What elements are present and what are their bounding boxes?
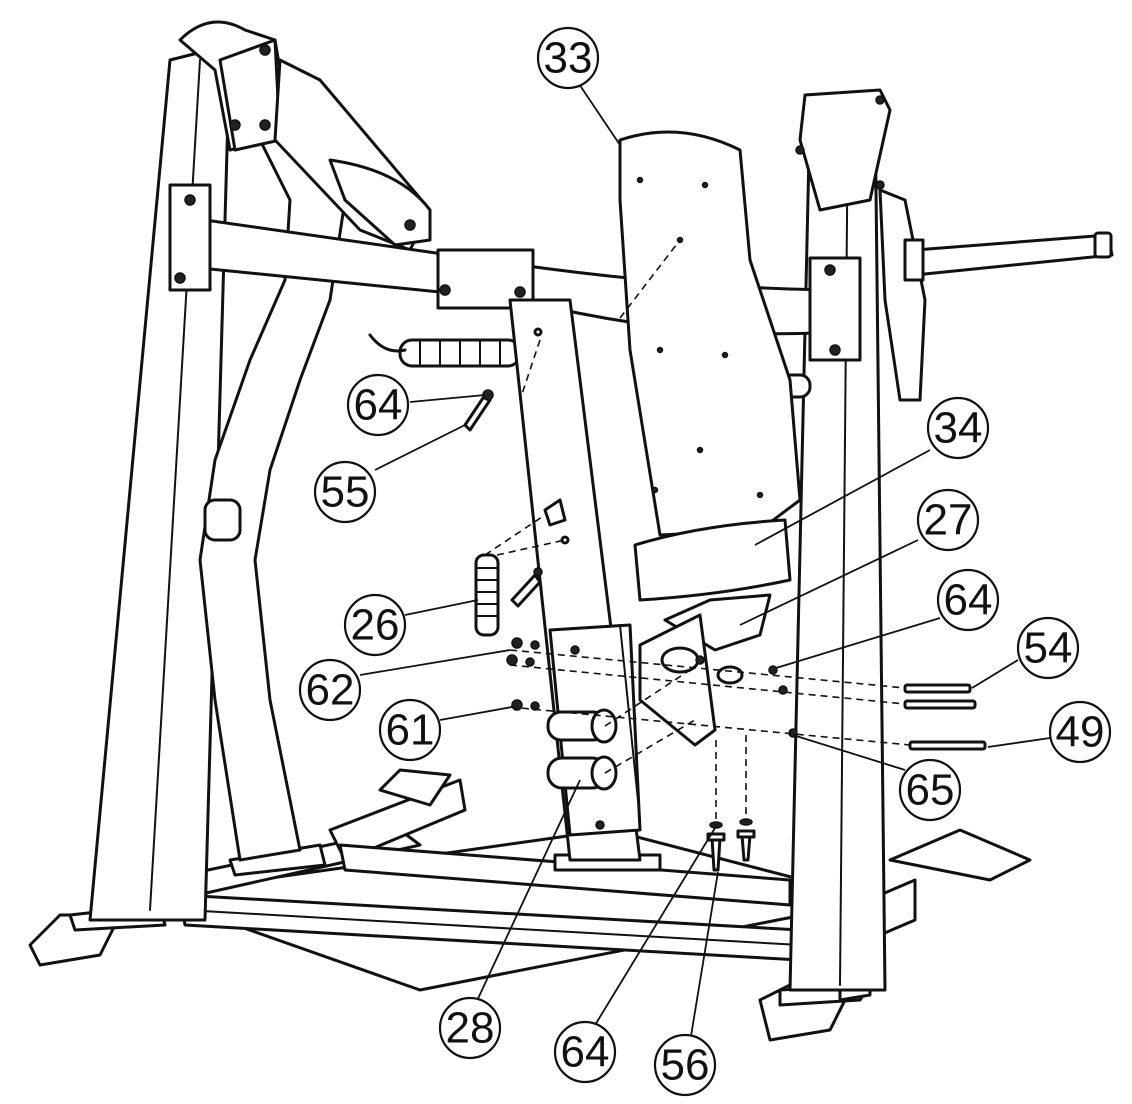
callout-62-label: 62 [306,666,355,715]
callout-56-label: 56 [661,1041,710,1090]
callout-54-label: 54 [1024,624,1073,673]
callout-64-upper: 64 [346,373,486,437]
left-upright [88,20,432,922]
callout-65-label: 65 [906,766,955,815]
callout-55: 55 [313,424,466,524]
left-handle [368,333,522,368]
callout-49-label: 49 [1056,708,1105,757]
callout-49: 49 [987,700,1112,764]
back-pad [618,130,802,537]
callout-64-right-label: 64 [944,576,993,625]
seat-bracket [638,593,772,747]
callout-33-label: 33 [544,34,593,83]
callout-64-lower-label: 64 [561,1028,610,1077]
callout-65: 65 [792,734,962,822]
spring-and-pins [463,327,570,637]
callout-33: 33 [536,26,621,146]
callout-64-lower: 64 [553,827,716,1084]
callout-26-label: 26 [351,601,400,650]
assembly-lines [484,239,911,825]
callout-62: 62 [298,649,511,722]
callout-56: 56 [653,871,719,1097]
callout-64-right: 64 [775,568,1000,669]
callout-27-label: 27 [924,496,973,545]
callout-28: 28 [438,779,581,1060]
callout-55-label: 55 [321,468,370,517]
base-frame [28,768,1032,1042]
callout-61-label: 61 [386,706,435,755]
callout-34-label: 34 [934,404,983,453]
callout-28-label: 28 [446,1004,495,1053]
callout-34: 34 [754,396,990,546]
callout-61: 61 [378,698,513,762]
callout-54: 54 [971,616,1080,689]
callout-64-upper-label: 64 [354,381,403,430]
seat-pad [633,518,792,602]
callout-26: 26 [343,593,479,657]
callout-27: 27 [739,488,980,626]
